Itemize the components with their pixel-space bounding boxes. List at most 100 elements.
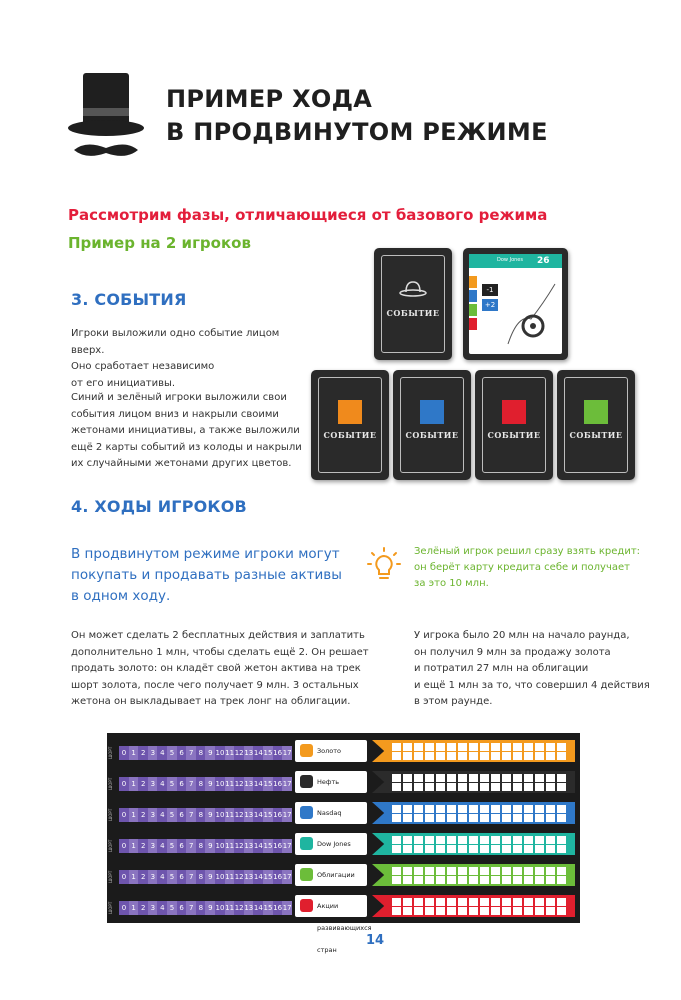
track-number: 10 — [215, 777, 225, 791]
track-number: 16 — [272, 777, 283, 791]
token-slot — [425, 907, 434, 915]
track-number: 8 — [195, 870, 206, 884]
token-slot — [414, 774, 423, 782]
token-slot — [546, 814, 555, 822]
track-number: 3 — [147, 777, 158, 791]
asset-label: Nasdaq — [295, 802, 367, 824]
asset-market-band — [372, 895, 575, 917]
card-frame — [564, 377, 628, 473]
track-number: 2 — [138, 746, 149, 760]
track-number: 12 — [234, 746, 245, 760]
token-slot — [535, 898, 544, 906]
token-slot — [480, 876, 489, 884]
token-slot — [403, 743, 412, 751]
token-slot — [403, 876, 412, 884]
token-slot — [436, 774, 445, 782]
track-number: 4 — [157, 808, 168, 822]
token-slot — [480, 845, 489, 853]
token-slot — [513, 814, 522, 822]
token-slot — [513, 867, 522, 875]
text-line: покупать и продавать разные активы — [71, 567, 342, 583]
token-slot — [535, 805, 544, 813]
token-slot — [392, 743, 401, 751]
asset-name: Nasdaq — [317, 809, 342, 817]
asset-label: Dow Jones — [295, 833, 367, 855]
token-slot — [425, 814, 434, 822]
track-number: 9 — [205, 777, 216, 791]
token-slot — [458, 743, 467, 751]
track-number: 10 — [215, 746, 225, 760]
token-slot — [403, 805, 412, 813]
token-slot — [513, 752, 522, 760]
token-slot — [436, 907, 445, 915]
token-slot — [524, 898, 533, 906]
token-slot — [458, 876, 467, 884]
track-number: 6 — [176, 870, 187, 884]
token-slot — [480, 867, 489, 875]
track-number: 3 — [147, 870, 158, 884]
token-slot — [557, 898, 566, 906]
asset-icon — [300, 744, 313, 757]
track-number: 4 — [157, 777, 168, 791]
track-number: 4 — [157, 870, 168, 884]
track-number: 12 — [234, 808, 245, 822]
token-slot — [513, 774, 522, 782]
track-number: 1 — [128, 839, 139, 853]
token-slot — [557, 876, 566, 884]
token-slot — [491, 814, 500, 822]
track-number: 17 — [282, 808, 293, 822]
card-illustration — [507, 283, 556, 345]
token-slot — [535, 814, 544, 822]
token-slot — [469, 814, 478, 822]
token-slot — [458, 867, 467, 875]
token-slot — [491, 907, 500, 915]
track-number: 16 — [272, 839, 283, 853]
track-number: 9 — [205, 839, 216, 853]
card-caption: СОБЫТИЕ — [487, 430, 541, 440]
track-number: 2 — [138, 901, 149, 915]
token-slot — [469, 898, 478, 906]
color-strip-red — [469, 318, 477, 330]
text-line: и потратил 27 млн на облигации — [414, 663, 589, 674]
token-slot — [458, 836, 467, 844]
track-number: 14 — [253, 901, 264, 915]
token-slot — [513, 836, 522, 844]
token-slot — [502, 805, 511, 813]
token-slot — [524, 774, 533, 782]
green-player-tip: Зелёный игрок решил сразу взять кредит: … — [414, 544, 654, 592]
track-number: 11 — [224, 746, 235, 760]
token-slot — [557, 814, 566, 822]
token-slot — [557, 845, 566, 853]
track-number: 14 — [253, 777, 264, 791]
asset-name: Dow Jones — [317, 840, 351, 848]
token-slot — [436, 836, 445, 844]
token-slot — [469, 836, 478, 844]
token-slot — [469, 783, 478, 791]
token-slot — [480, 898, 489, 906]
event-card-orange-token: СОБЫТИЕ — [311, 370, 389, 480]
card-caption: СОБЫТИЕ — [323, 430, 377, 440]
track-number: 2 — [138, 777, 149, 791]
track-number: 0 — [119, 870, 129, 884]
token-slot — [502, 814, 511, 822]
top-hat-logo — [68, 73, 144, 156]
token-slot — [491, 774, 500, 782]
track-number: 17 — [282, 777, 293, 791]
token-slot — [557, 743, 566, 751]
card-title: Dow Jones — [497, 257, 523, 263]
events-paragraph-2: Синий и зелёный игроки выложили свои соб… — [71, 390, 311, 473]
token-slot — [392, 898, 401, 906]
track-number: 17 — [282, 839, 293, 853]
token-slot — [436, 876, 445, 884]
initiative-token-blue — [420, 400, 444, 424]
token-slot — [425, 752, 434, 760]
text-line: ещё 2 карты событий из колоды и накрыли — [71, 441, 302, 453]
track-number: 12 — [234, 901, 245, 915]
events-paragraph-1: Игроки выложили одно событие лицом вверх… — [71, 326, 311, 392]
token-slot — [436, 845, 445, 853]
token-slot — [524, 783, 533, 791]
asset-market-band — [372, 864, 575, 886]
text-line: Оно сработает независимо — [71, 361, 215, 372]
token-slot — [524, 845, 533, 853]
token-slot — [513, 743, 522, 751]
